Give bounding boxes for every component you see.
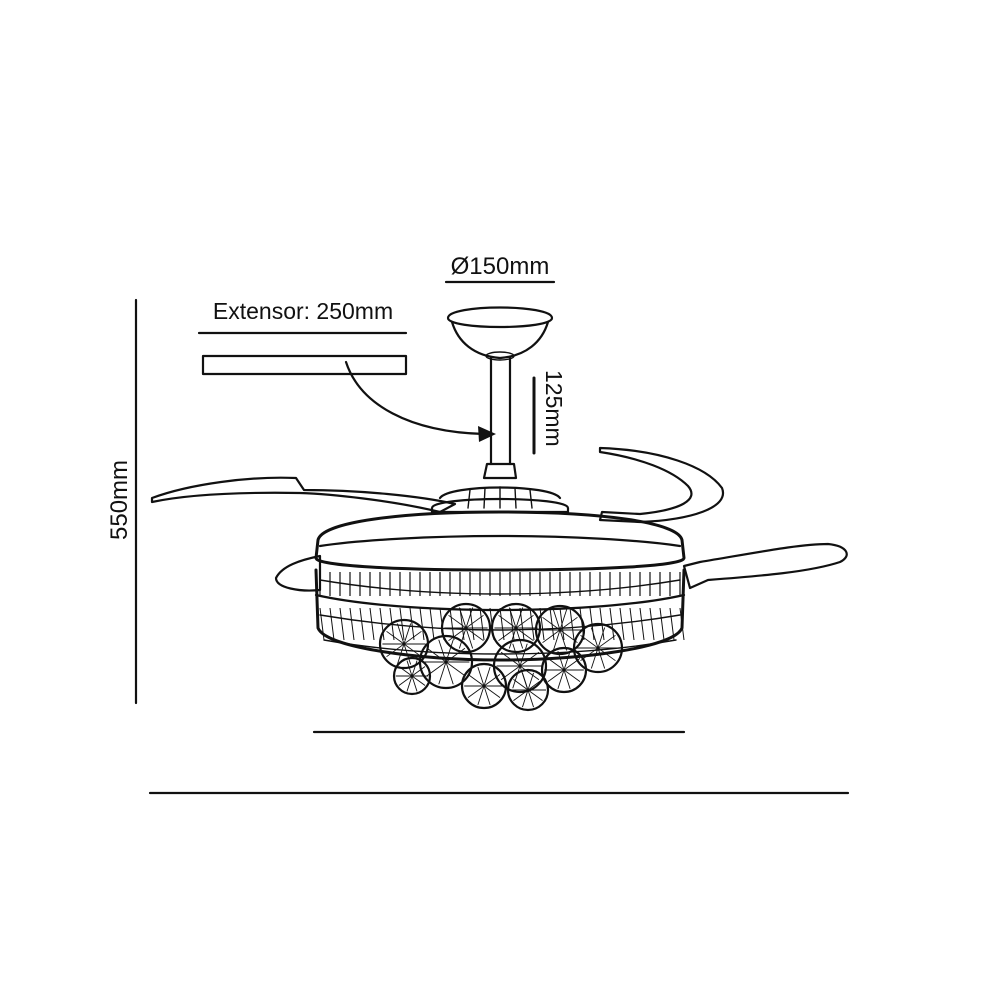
ball-facet: [542, 616, 578, 644]
ball-facet: [426, 647, 466, 677]
band-facet: [399, 607, 405, 641]
band-facet: [339, 607, 345, 641]
ball-facet: [448, 614, 484, 642]
extension-rod-dimension: Extensor: 250mm: [197, 298, 496, 442]
total-height-label: 550mm: [106, 460, 133, 540]
ball-facet: [500, 651, 540, 681]
band-facet: [379, 607, 385, 641]
downrod-length-dimension: 125mm: [532, 370, 567, 455]
ball-facet: [386, 630, 422, 658]
band-facet: [619, 607, 625, 641]
canopy-diameter-label: Ø150mm: [451, 253, 550, 280]
band-facet: [359, 607, 365, 641]
band-facet: [569, 607, 575, 641]
downrod-length-label: 125mm: [541, 370, 567, 447]
blade-right-front: [682, 542, 848, 590]
band-facet: [509, 607, 515, 641]
blade-right-back: [598, 446, 725, 524]
ball-facet: [467, 673, 501, 699]
motor-housing: [430, 486, 570, 514]
upper-ring: [314, 510, 686, 572]
band-facet: [459, 607, 465, 641]
ball-facet: [498, 614, 534, 642]
blade-left-front: [274, 554, 322, 592]
band-facet: [329, 607, 335, 641]
blade-left: [150, 476, 457, 514]
crystal-balls: [378, 602, 624, 712]
downrod: [482, 356, 518, 480]
band-facet: [349, 607, 355, 641]
band-facet: [609, 607, 615, 641]
band-facet: [479, 607, 485, 641]
extension-rod-label: Extensor: 250mm: [213, 298, 393, 324]
total-height-dimension: 550mm: [106, 298, 138, 705]
extension-rod-arrow: [344, 360, 486, 436]
ceiling-fan-drawing: [150, 306, 848, 734]
canopy-diameter-dimension: Ø150mm: [444, 253, 556, 284]
band-facet: [369, 607, 375, 641]
ball-facet: [513, 679, 543, 701]
band-facet: [639, 607, 645, 641]
band-facet: [499, 607, 505, 641]
band-facet: [419, 607, 425, 641]
ball-facet: [580, 634, 616, 662]
band-facet: [409, 607, 415, 641]
band-facet: [449, 607, 455, 641]
band-facet: [429, 607, 435, 641]
band-facet: [539, 607, 545, 641]
band-facet: [319, 607, 325, 641]
band-facet: [649, 607, 655, 641]
extension-rod-bar: [201, 354, 408, 376]
canopy: [446, 306, 554, 361]
band-facet: [679, 607, 685, 641]
band-facet: [629, 607, 635, 641]
band-facet: [529, 607, 535, 641]
ball-facet: [547, 657, 581, 683]
extension-rod-arrowhead: [478, 426, 496, 442]
band-facet: [659, 607, 665, 641]
band-facet: [669, 607, 675, 641]
ball-facet: [398, 666, 426, 686]
